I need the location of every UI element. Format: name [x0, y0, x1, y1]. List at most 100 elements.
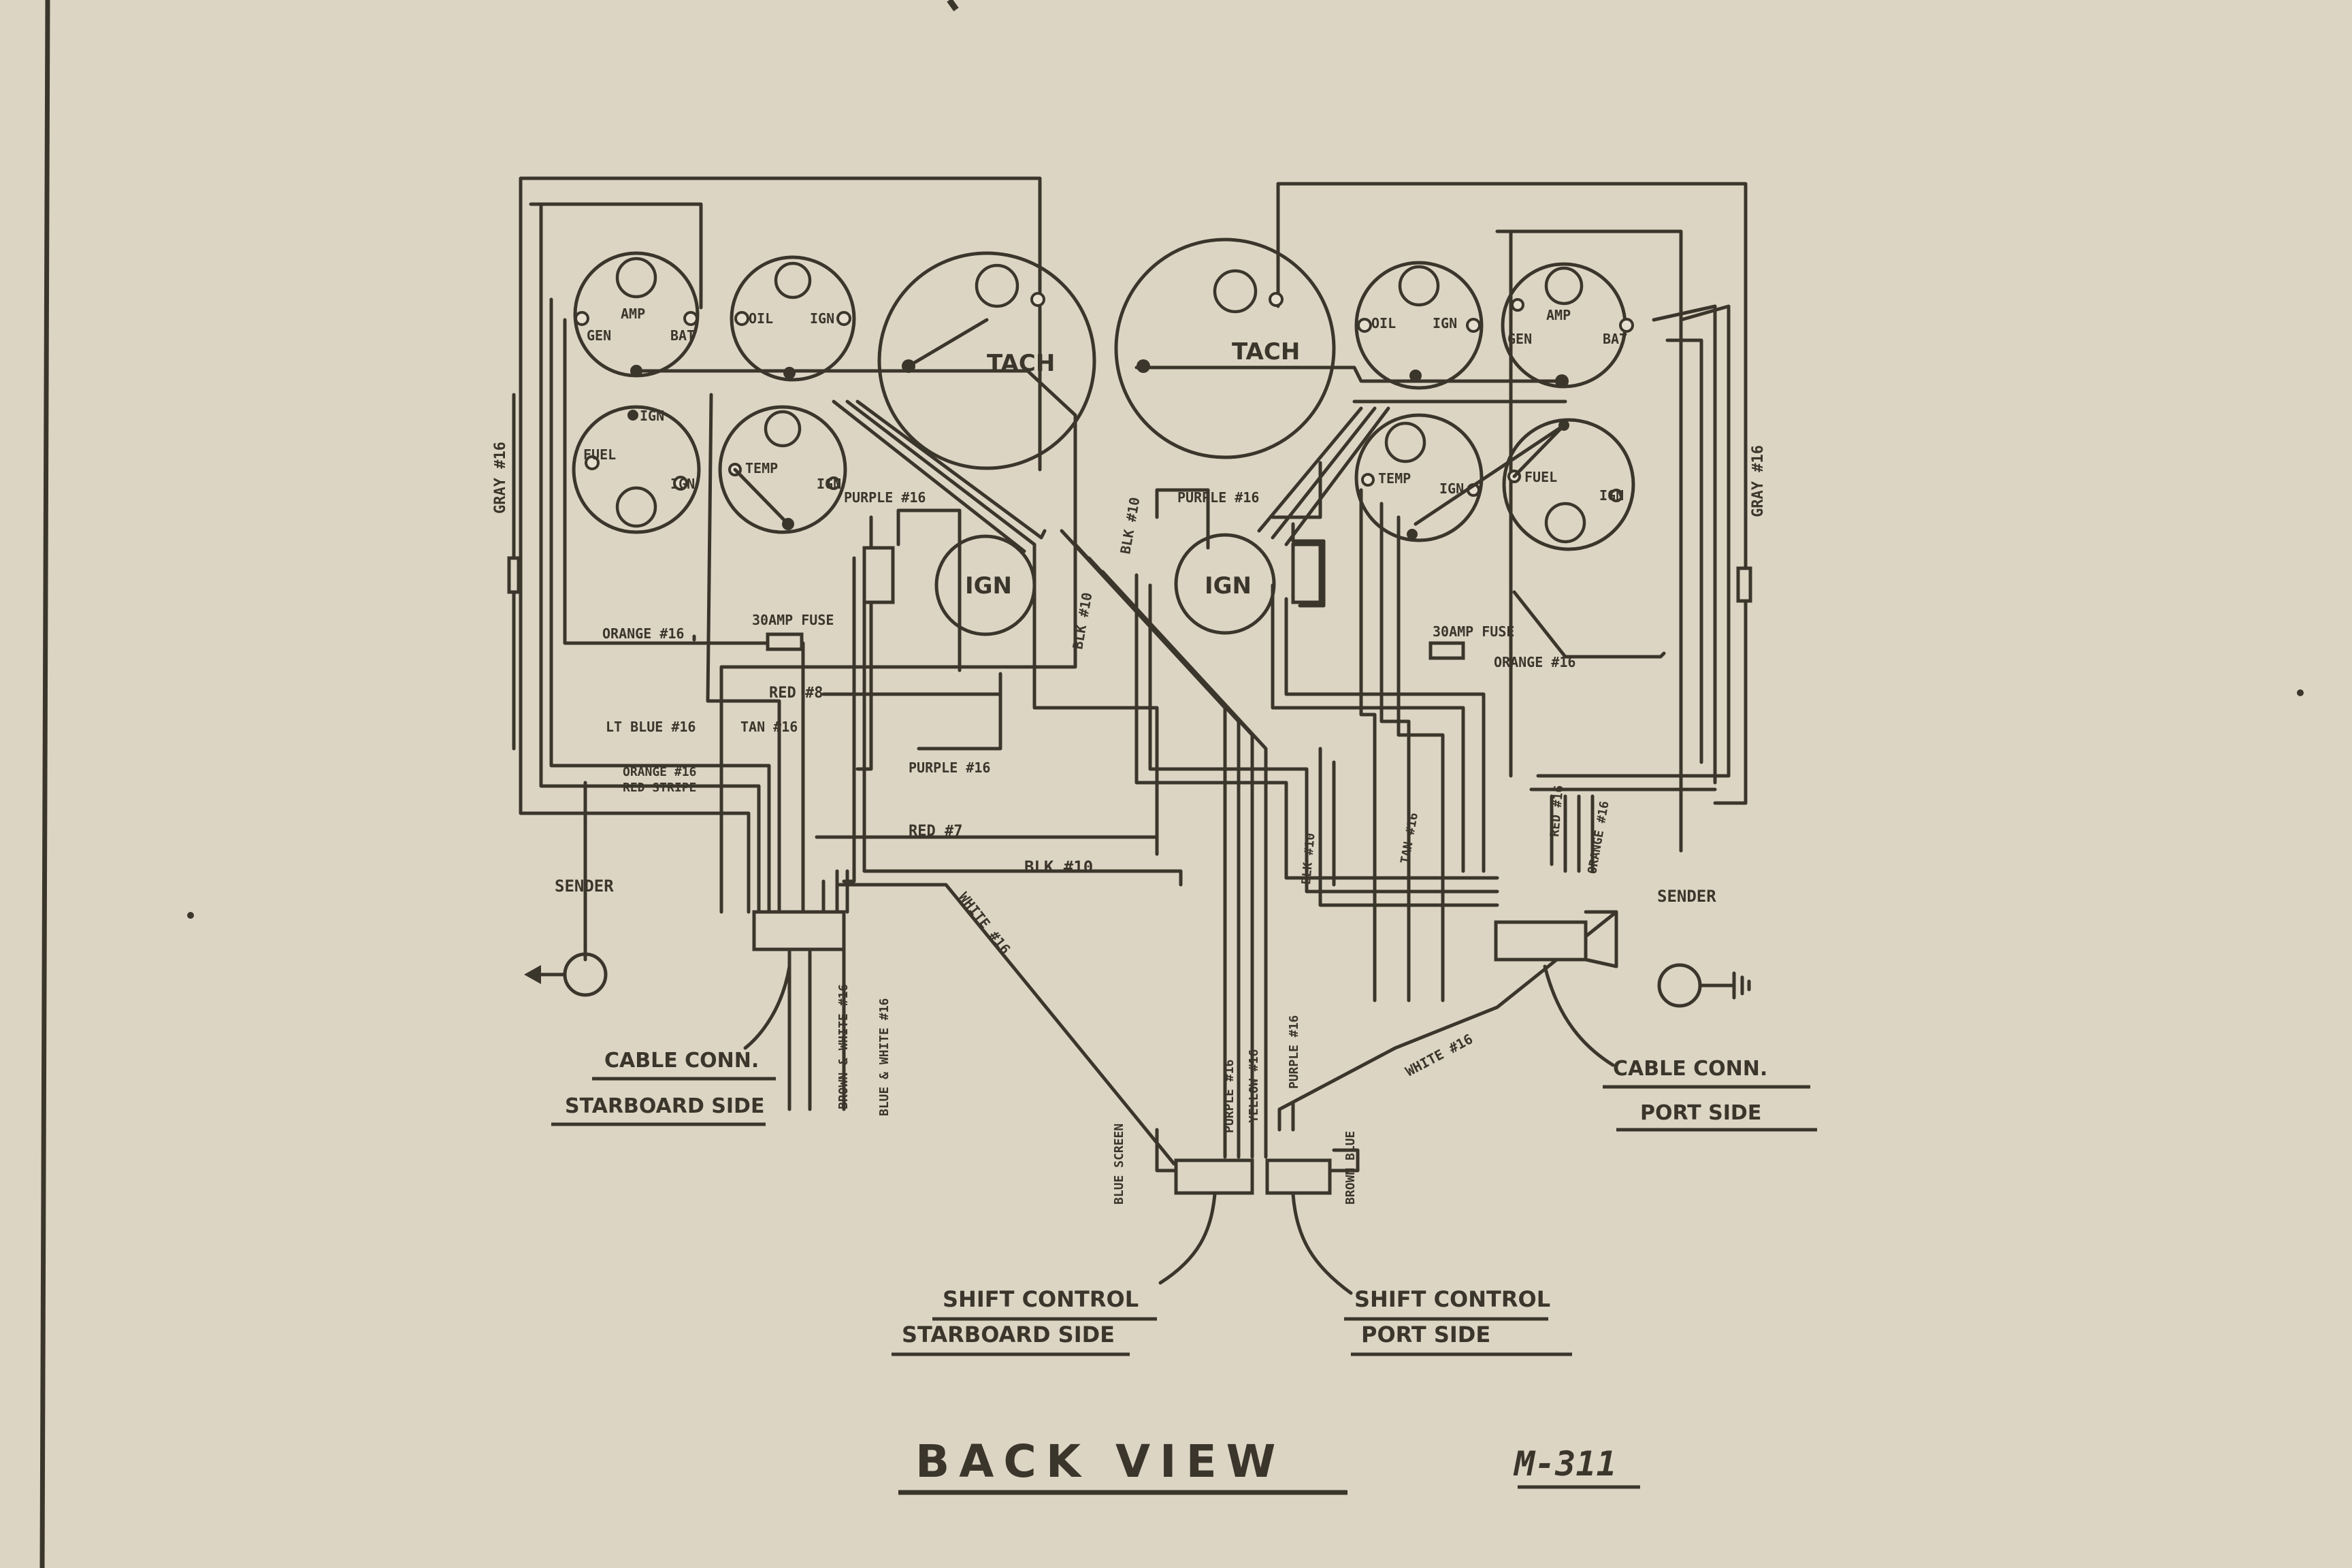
orange-wire-label: ORANGE #16 — [602, 625, 684, 642]
port-fuel-wire — [1414, 423, 1566, 526]
port-red-label: RED #16 — [1548, 785, 1567, 837]
starboard-wire — [539, 202, 761, 914]
port-oil-ign-label: IGN — [1433, 315, 1457, 331]
cable-conn-port-line1: CABLE CONN. — [1613, 1057, 1767, 1081]
starboard-fuse — [766, 632, 804, 651]
purple-16-label: PURPLE #16 — [909, 760, 990, 776]
starboard-fuel-gauge: FUEL IGN IGN — [572, 405, 701, 534]
leader-shift-starboard — [1158, 1192, 1217, 1285]
port-wire — [1134, 573, 1499, 880]
starboard-wire — [845, 399, 1159, 856]
port-wire — [1563, 794, 1595, 873]
cable-conn-port-box — [1494, 920, 1588, 962]
leader-shift-port — [1291, 1192, 1353, 1295]
port-wire — [1148, 583, 1499, 894]
leader-cable-conn-starboard — [743, 964, 791, 1050]
amp-bat-label: BAT — [670, 327, 695, 344]
starboard-wire — [832, 399, 1026, 553]
white-16-label: WHITE #16 — [956, 889, 1014, 957]
starboard-wire — [896, 508, 962, 672]
starboard-wire — [855, 399, 1047, 540]
leader-cable-conn-port — [1543, 964, 1615, 1067]
tan-label: TAN #16 — [740, 719, 798, 735]
port-wire — [1271, 461, 1322, 519]
port-wire — [1512, 590, 1666, 659]
top-ign-label: IGN — [640, 408, 664, 424]
starboard-ign-switch: IGN — [934, 534, 1036, 636]
port-wire — [1379, 502, 1411, 1002]
drawing-number: M-311 — [1513, 1444, 1617, 1484]
shift-starboard-line2: STARBOARD SIDE — [902, 1322, 1115, 1348]
gray-wire-fuse — [507, 556, 521, 594]
port-relay-box — [1291, 542, 1322, 604]
ign-switch-label: IGN — [965, 572, 1012, 600]
purple-wire-label-top: PURPLE #16 — [844, 489, 926, 506]
shift-wire — [1328, 1148, 1360, 1173]
tach-wire — [906, 318, 989, 368]
starboard-wire — [842, 556, 856, 883]
blue-white-label: BLUE & WHITE #16 — [877, 998, 892, 1116]
starboard-wire — [563, 318, 805, 914]
port-wire — [1665, 338, 1703, 764]
fuel-label: FUEL — [583, 446, 616, 463]
port-wire — [1291, 522, 1326, 608]
starboard-amp-gauge: GEN AMP BAT — [573, 251, 700, 378]
port-amp-gauge: AMP GEN BAT — [1501, 262, 1634, 389]
port-fuse — [1428, 641, 1465, 660]
port-wire — [1271, 583, 1465, 873]
shift-control-starboard-box — [1174, 1158, 1254, 1195]
blk-10-label: BLK #10 — [1024, 858, 1093, 877]
fuse-label: 30AMP FUSE — [752, 612, 834, 628]
white-wire-starboard — [835, 883, 1176, 1166]
starboard-cable-out — [787, 910, 846, 1111]
port-wire — [1396, 515, 1445, 1002]
port-wire — [1134, 365, 1567, 383]
gray-wire-label-left: GRAY #16 — [492, 442, 509, 514]
cable-conn-starboard-box — [752, 910, 846, 951]
port-conn-wire — [1584, 910, 1618, 968]
port-wire — [1679, 304, 1731, 778]
port-fuel-gauge: FUEL IGN — [1414, 418, 1635, 551]
port-wire — [1652, 304, 1717, 785]
red-7-wire — [815, 835, 1159, 853]
port-blk-10-label: BLK #10 — [1117, 496, 1143, 555]
temp-wire — [733, 468, 790, 526]
ink-mark — [947, 0, 959, 12]
gray-wire-fuse-right — [1736, 566, 1752, 603]
orange-red-label: ORANGE #16 — [623, 765, 696, 779]
ink-speck — [2297, 689, 2304, 696]
port-temp-gauge: TEMP IGN — [1354, 413, 1484, 542]
port-ign-switch-label: IGN — [1205, 572, 1252, 600]
ink-speck — [187, 912, 194, 919]
oil-ign-label: IGN — [810, 310, 834, 327]
starboard-wire — [706, 393, 781, 914]
port-white-16-label: WHITE #16 — [1403, 1030, 1475, 1079]
starboard-wire — [1100, 570, 1268, 1159]
port-orange-stripe-label: ORANGE #16 — [1585, 800, 1612, 875]
port-ign-switch: IGN — [1174, 533, 1276, 635]
amp-gen-label: GEN — [587, 327, 611, 344]
starboard-wire — [634, 369, 1077, 914]
temp-label: TEMP — [745, 460, 778, 476]
port-orange-label: ORANGE #16 — [1494, 654, 1575, 670]
port-wire — [1359, 488, 1377, 1002]
port-tach-label: TACH — [1232, 338, 1300, 365]
tach-label: TACH — [987, 350, 1055, 377]
blk-10-vert-label: BLK #10 — [1069, 591, 1095, 651]
starboard-frame-wire — [519, 176, 1042, 914]
starboard-wire — [862, 556, 1183, 887]
shift-port-line2: PORT SIDE — [1361, 1322, 1490, 1348]
cable-conn-starboard-line2: STARBOARD SIDE — [565, 1094, 764, 1118]
oil-label: OIL — [749, 310, 773, 327]
port-oil-gauge: OIL IGN — [1354, 261, 1484, 390]
starboard-wire — [917, 672, 1002, 751]
amp-label: AMP — [621, 306, 645, 322]
shift-starboard-line1: SHIFT CONTROL — [943, 1286, 1139, 1312]
port-purple-low-label: PURPLE #16 — [1287, 1015, 1301, 1089]
port-frame-wire — [1495, 229, 1683, 791]
red-stripe-label: RED STRIPE — [623, 781, 696, 795]
temp-ign-label: IGN — [817, 476, 841, 492]
port-wire — [1284, 597, 1486, 873]
